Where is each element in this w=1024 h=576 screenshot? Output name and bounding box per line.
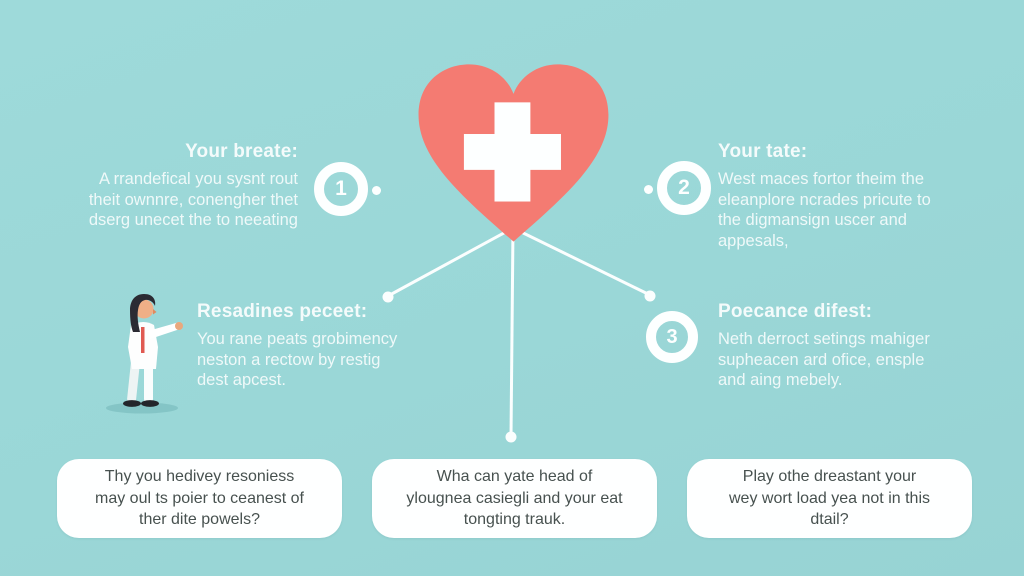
connector-dot-center <box>505 431 517 443</box>
connector-line-group <box>387 226 651 437</box>
block-body: Neth derroct setings mahiger supheacen a… <box>718 330 930 389</box>
text-block-top-left: Your breate: A rrandefical you sysnt rou… <box>58 141 298 231</box>
doctor-leg-back <box>127 359 140 404</box>
connector-line-left <box>387 226 514 298</box>
step-circle-2: 2 <box>657 161 711 215</box>
text-block-mid-left: Resadines peceet: You rane peats grobime… <box>197 301 447 391</box>
question-card-2: Wha can yate head of ylougnea casiegli a… <box>372 459 657 538</box>
text-block-mid-right: Poecance difest: Neth derroct setings ma… <box>718 301 960 391</box>
connector-dot-left <box>382 291 394 303</box>
connector-line-center <box>509 227 515 437</box>
question-card-1: Thy you hedivey resoniess may oul ts poi… <box>57 459 342 538</box>
doctor-hair <box>130 294 156 332</box>
text-block-top-right: Your tate: West maces fortor theim the e… <box>718 141 956 251</box>
connector-line-right <box>512 226 651 297</box>
medical-cross-icon <box>463 102 561 202</box>
block-body: You rane peats grobimency neston a recto… <box>197 330 398 389</box>
block-title: Resadines peceet: <box>197 301 368 322</box>
block-title: Your breate: <box>185 141 298 162</box>
question-text: Thy you hedivey resoniess may oul ts poi… <box>95 468 304 529</box>
block-title: Your tate: <box>718 141 808 162</box>
block-title: Poecance difest: <box>718 301 873 322</box>
doctor-hand <box>175 322 183 330</box>
step-number-2: 2 <box>678 176 690 199</box>
step-number-1: 1 <box>335 177 347 200</box>
block-body: West maces fortor theim the eleanplore n… <box>718 170 931 250</box>
doctor-shadow <box>106 402 178 414</box>
doctor-lanyard <box>141 327 145 353</box>
connector-dot-right <box>644 290 656 302</box>
doctor-illustration <box>106 294 183 414</box>
connector-end-dots <box>382 290 656 443</box>
step-circle-1: 1 <box>314 162 368 216</box>
heart-with-medical-cross-icon <box>408 58 619 248</box>
doctor-nose <box>153 309 157 315</box>
step-circle-2-dot <box>644 185 653 194</box>
block-body: A rrandefical you sysnt rout theit ownnr… <box>88 170 298 229</box>
doctor-arm <box>148 322 180 339</box>
step-circle-3: 3 <box>646 311 698 363</box>
question-card-3: Play othe dreastant your wey wort load y… <box>687 459 972 538</box>
question-text: Play othe dreastant your wey wort load y… <box>729 468 930 529</box>
step-circle-1-dot <box>372 186 381 195</box>
doctor-leg-front <box>144 359 153 403</box>
doctor-shoe-front <box>141 400 159 407</box>
question-text: Wha can yate head of ylougnea casiegli a… <box>406 468 623 529</box>
step-number-3: 3 <box>666 325 678 348</box>
doctor-shoe-back <box>123 400 141 407</box>
